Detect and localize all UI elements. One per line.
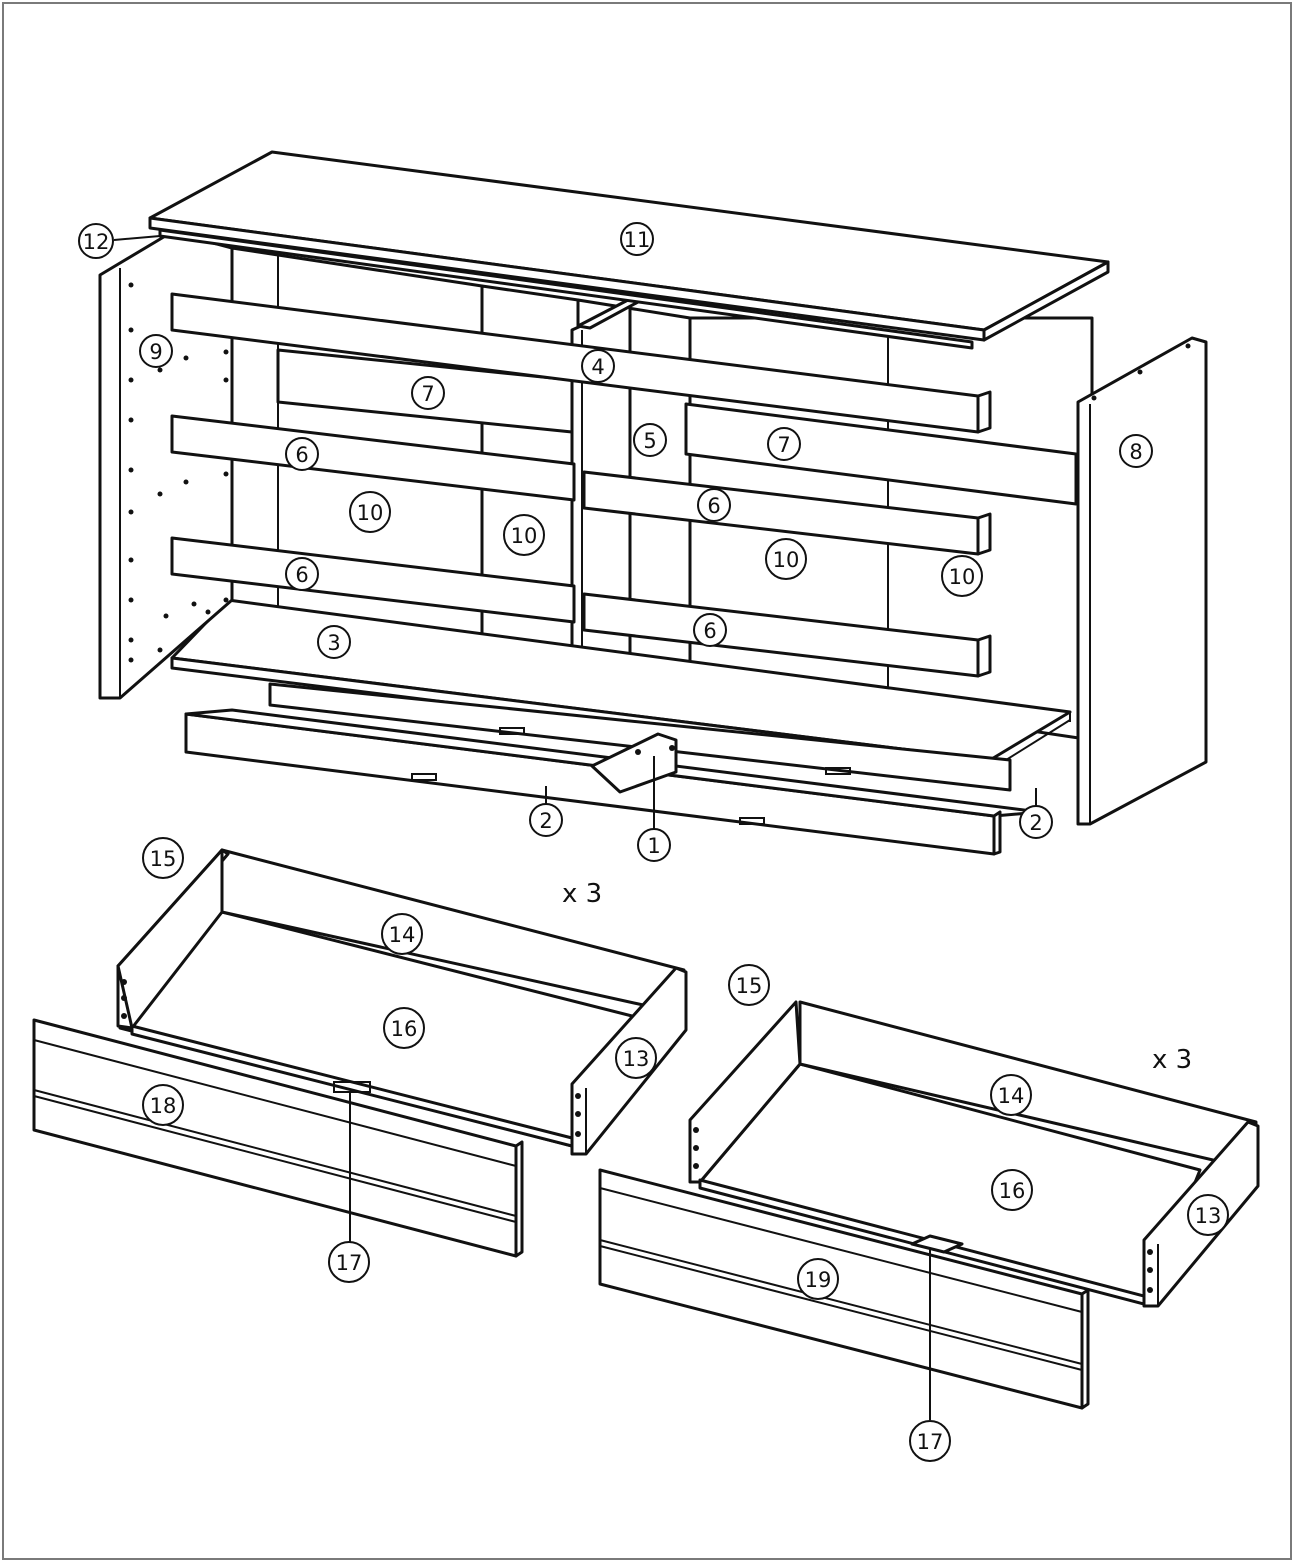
callout-17-b-text: 17	[917, 1430, 944, 1454]
callout-2-a: 2	[529, 803, 563, 837]
callout-8: 8	[1119, 434, 1153, 468]
callout-5-text: 5	[643, 429, 656, 453]
right-drawer-assembly	[598, 1000, 1260, 1420]
callout-5: 5	[633, 423, 667, 457]
callout-7-a-text: 7	[421, 382, 434, 406]
leader-lines	[113, 235, 1037, 1246]
callout-16-a-text: 16	[391, 1017, 418, 1041]
callout-14-b-text: 14	[998, 1084, 1025, 1108]
callout-9: 9	[139, 334, 173, 368]
callout-6-c: 6	[285, 557, 319, 591]
front-rail-6-a	[170, 414, 576, 502]
callout-15-a: 15	[142, 837, 184, 879]
callout-10-d: 10	[941, 555, 983, 597]
callout-13-b-text: 13	[1195, 1204, 1222, 1228]
callout-12: 12	[78, 223, 114, 259]
side-panel-holes	[128, 282, 229, 663]
callout-16-a: 16	[383, 1007, 425, 1049]
callout-8-text: 8	[1129, 440, 1142, 464]
callout-11: 11	[620, 222, 654, 256]
left-drawer-quantity: x 3	[562, 879, 602, 909]
callout-2-b: 2	[1019, 805, 1053, 839]
callout-17-a-text: 17	[336, 1251, 363, 1275]
callout-4: 4	[581, 349, 615, 383]
callout-14-a-text: 14	[389, 923, 416, 947]
top-strip-12	[158, 228, 974, 350]
callout-16-b-text: 16	[999, 1179, 1026, 1203]
callout-2-b-text: 2	[1029, 811, 1042, 835]
callout-13-a-text: 13	[623, 1047, 650, 1071]
callout-3: 3	[317, 625, 351, 659]
callout-6-d: 6	[693, 613, 727, 647]
callout-18: 18	[142, 1084, 184, 1126]
callout-6-a-text: 6	[295, 443, 308, 467]
callout-19: 19	[797, 1258, 839, 1300]
callout-10-b: 10	[503, 514, 545, 556]
callout-14-a: 14	[381, 913, 423, 955]
callout-10-b-text: 10	[511, 524, 538, 548]
callout-6-d-text: 6	[703, 619, 716, 643]
front-rail-6-c	[170, 536, 576, 624]
callout-14-b: 14	[990, 1074, 1032, 1116]
callout-7-a: 7	[411, 376, 445, 410]
cabinet-assembly	[98, 150, 1208, 856]
callout-13-b: 13	[1187, 1194, 1229, 1236]
callout-15-b-text: 15	[736, 974, 763, 998]
drawer-side-15-right	[688, 1000, 802, 1184]
right-side-panel-8	[1076, 336, 1208, 826]
callout-16-b: 16	[991, 1169, 1033, 1211]
callout-6-c-text: 6	[295, 563, 308, 587]
callout-10-a-text: 10	[357, 501, 384, 525]
callout-4-text: 4	[591, 355, 604, 379]
callout-15-b: 15	[728, 964, 770, 1006]
left-drawer-assembly	[32, 848, 688, 1258]
right-drawer-quantity: x 3	[1152, 1045, 1192, 1075]
callout-6-b-text: 6	[707, 494, 720, 518]
callout-10-c: 10	[765, 538, 807, 580]
callout-17-a: 17	[328, 1241, 370, 1283]
callout-9-text: 9	[149, 340, 162, 364]
callout-1-text: 1	[647, 834, 660, 858]
callout-2-a-text: 2	[539, 809, 552, 833]
callout-1: 1	[637, 828, 671, 862]
callout-7-b-text: 7	[777, 433, 790, 457]
callout-15-a-text: 15	[150, 847, 177, 871]
callout-10-c-text: 10	[773, 548, 800, 572]
callout-7-b: 7	[767, 427, 801, 461]
callout-13-a: 13	[615, 1037, 657, 1079]
callout-6-a: 6	[285, 437, 319, 471]
callout-10-a: 10	[349, 491, 391, 533]
callout-6-b: 6	[697, 488, 731, 522]
callout-12-text: 12	[83, 230, 110, 254]
callout-17-b: 17	[909, 1420, 951, 1462]
callout-10-d-text: 10	[949, 565, 976, 589]
callout-11-text: 11	[624, 228, 651, 252]
callout-18-text: 18	[150, 1094, 177, 1118]
lower-back-rail	[268, 682, 1012, 792]
callout-19-text: 19	[805, 1268, 832, 1292]
callout-3-text: 3	[327, 631, 340, 655]
